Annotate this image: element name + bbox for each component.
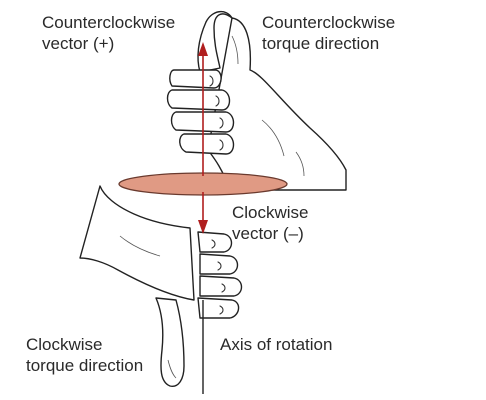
counterclockwise-torque-label: Counterclockwise torque direction [262, 12, 395, 54]
clockwise-vector-label-line-1: Clockwise [232, 203, 309, 222]
counterclockwise-torque-label-line-1: Counterclockwise [262, 13, 396, 32]
lower-finger-2 [199, 253, 239, 275]
clockwise-torque-label: Clockwise torque direction [26, 334, 143, 376]
counterclockwise-vector-label: Counterclockwise vector (+) [42, 12, 175, 54]
lower-hand-thumb-down-illustration [79, 185, 243, 387]
upper-hand-thumb-up-illustration [166, 11, 347, 191]
clockwise-vector-label-line-2: vector (–) [232, 224, 304, 243]
axis-of-rotation-label-text: Axis of rotation [220, 335, 333, 354]
lower-thumb [155, 297, 185, 387]
counterclockwise-vector-label-line-2: vector (+) [42, 34, 115, 53]
counterclockwise-vector-arrow [198, 42, 208, 176]
upper-finger-1 [169, 69, 222, 89]
clockwise-torque-label-line-1: Clockwise [26, 335, 103, 354]
lower-finger-3 [199, 275, 243, 297]
upper-finger-2 [166, 89, 231, 111]
upper-finger-4 [179, 133, 235, 155]
axis-of-rotation-label: Axis of rotation [220, 334, 332, 355]
clockwise-vector-arrow [198, 192, 208, 234]
counterclockwise-torque-label-line-2: torque direction [262, 34, 380, 53]
clockwise-vector-label: Clockwise vector (–) [232, 202, 309, 244]
rotation-disc [118, 172, 288, 196]
clockwise-torque-label-line-2: torque direction [26, 356, 144, 375]
lower-forearm [79, 185, 195, 301]
counterclockwise-vector-label-line-1: Counterclockwise [42, 13, 176, 32]
lower-finger-4 [197, 297, 240, 319]
